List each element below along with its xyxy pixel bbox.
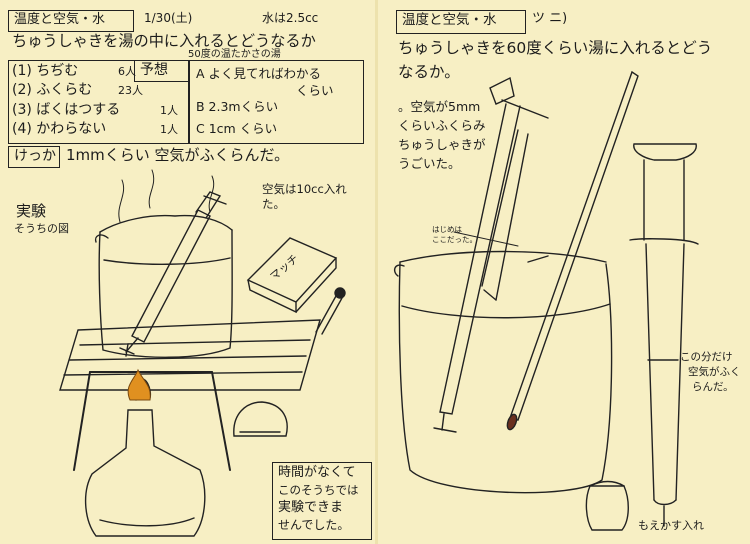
footnote-2: このそうちでは bbox=[278, 483, 359, 497]
cup-label: もえかす入れ bbox=[638, 519, 704, 532]
left-title: 温度と空気・水 bbox=[14, 12, 106, 27]
right-title-box bbox=[396, 10, 526, 34]
start-line bbox=[454, 232, 518, 246]
result-note: 空気は10cc入れた。 bbox=[262, 182, 347, 211]
observation-3: ちゅうしゃきが bbox=[398, 137, 486, 152]
right-page: 温度と空気・水 ツ ニ) ちゅうしゃきを60度くらい湯に入れるとどう なるか。 … bbox=[378, 0, 750, 544]
result-label-box bbox=[8, 146, 60, 168]
page-fold bbox=[375, 0, 378, 544]
observation-1: 。空気が5mm bbox=[398, 99, 481, 114]
footnote-box bbox=[272, 462, 372, 540]
ash-cup bbox=[586, 482, 628, 531]
prediction-a-cont: くらい bbox=[296, 83, 334, 98]
footnote-3: 実験できま bbox=[278, 500, 344, 515]
tripod-stand bbox=[74, 372, 230, 470]
apparatus-label-1: 実験 bbox=[16, 202, 47, 220]
syringe-in-beaker bbox=[434, 78, 548, 432]
left-title-box bbox=[8, 10, 134, 32]
left-page: 温度と空気・水 1/30(土) 水は2.5cc ちゅうしゃきを湯の中に入れるとど… bbox=[0, 0, 375, 544]
right-question-1: ちゅうしゃきを60度くらい湯に入れるとどう bbox=[398, 39, 713, 57]
right-title: 温度と空気・水 bbox=[402, 12, 497, 28]
syringe bbox=[120, 192, 226, 356]
result-text: 1mmくらい 空気がふくらんだ。 bbox=[66, 146, 290, 164]
prediction-b: B 2.3mくらい bbox=[196, 99, 279, 114]
footnote-1: 時間がなくて bbox=[278, 465, 356, 480]
steam bbox=[119, 170, 214, 222]
beaker bbox=[96, 216, 233, 358]
left-question: ちゅうしゃきを湯の中に入れるとどうなるか bbox=[12, 32, 316, 50]
prediction-c: C 1cm くらい bbox=[196, 121, 278, 136]
gauze-wire-net bbox=[60, 320, 320, 390]
large-beaker bbox=[395, 252, 612, 493]
right-question-2: なるか。 bbox=[398, 63, 460, 81]
start-label-1: はじめは bbox=[432, 225, 462, 234]
prediction-a: A よく見てればわかる bbox=[196, 66, 322, 81]
syringe-detail bbox=[630, 144, 698, 526]
prediction-label: 予想 bbox=[140, 62, 168, 78]
options-box bbox=[8, 60, 190, 144]
observation-2: くらいふくらみ bbox=[398, 118, 486, 133]
flame bbox=[0, 0, 375, 544]
footnote-4: せんでした。 bbox=[278, 518, 350, 532]
matchbox bbox=[248, 238, 336, 312]
experiment-drawing bbox=[378, 0, 750, 544]
temperature-condition: 50度の温たかさの湯 bbox=[188, 49, 281, 60]
result-label: けっか bbox=[14, 148, 56, 164]
match-stick bbox=[316, 288, 345, 334]
apparatus-label-2: そうちの図 bbox=[14, 222, 69, 235]
prediction-label-box bbox=[134, 60, 190, 82]
expand-label-3: らんだ。 bbox=[692, 381, 734, 393]
expand-label-1: この分だけ bbox=[680, 351, 733, 363]
water-note: 水は2.5cc bbox=[262, 11, 319, 25]
thermometer bbox=[506, 72, 638, 431]
apparatus-drawing bbox=[0, 0, 375, 544]
lamp-cap bbox=[234, 402, 287, 436]
start-label-2: ここだった。 bbox=[432, 235, 477, 244]
prediction-box bbox=[188, 60, 364, 144]
observation-4: うごいた。 bbox=[398, 156, 461, 171]
expand-label-2: 空気がふく bbox=[688, 366, 741, 378]
left-date: 1/30(土) bbox=[144, 11, 193, 25]
right-page-mark: ツ ニ) bbox=[532, 11, 568, 26]
